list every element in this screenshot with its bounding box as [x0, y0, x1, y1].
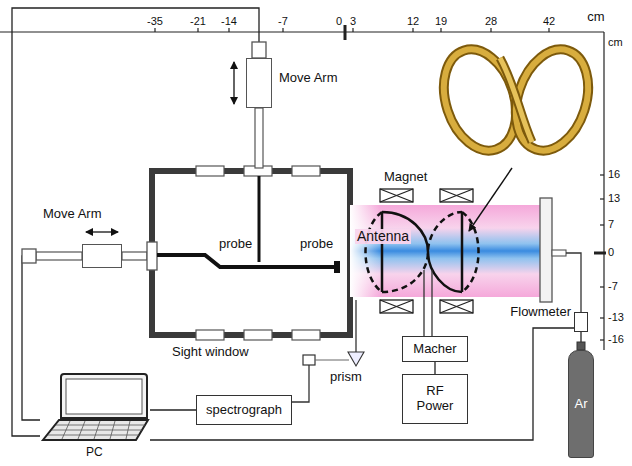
- ruler-value: -13: [608, 311, 624, 323]
- node-heading: PC: [86, 446, 103, 460]
- ruler-value: 3: [350, 15, 356, 27]
- part-label: probe: [219, 237, 252, 251]
- process-box: Macher: [402, 336, 468, 362]
- ruler-value: 12: [407, 15, 419, 27]
- process-box: RF Power: [402, 374, 468, 424]
- wire: [434, 362, 435, 374]
- laptop-outline: [40, 372, 150, 444]
- node-heading: Move Arm: [43, 207, 102, 222]
- ruler-value: 7: [608, 218, 614, 230]
- axis-unit: cm: [608, 36, 623, 48]
- wire: [150, 328, 574, 440]
- flowmeter-box: Flowmeter: [574, 312, 588, 332]
- ruler-value: 0: [608, 246, 614, 258]
- gas-cylinder: Ar: [568, 350, 594, 458]
- node-heading: Move Arm: [279, 71, 338, 86]
- ruler-value: -7: [278, 15, 288, 27]
- node-label: Macher: [413, 342, 456, 357]
- wire: [12, 8, 259, 436]
- node-label: spectrograph: [206, 403, 282, 418]
- ruler-value: 28: [485, 15, 497, 27]
- part-label: Antenna: [355, 229, 411, 244]
- part-label: prism: [330, 370, 362, 384]
- ruler-value: -7: [608, 280, 618, 292]
- ruler-value: 42: [543, 15, 555, 27]
- wire: [150, 409, 196, 410]
- axis-unit: cm: [587, 10, 604, 24]
- ruler: [0, 25, 606, 350]
- node-heading: Flowmeter: [510, 305, 571, 320]
- laptop: PC: [40, 372, 150, 444]
- process-box: spectrograph: [196, 395, 292, 425]
- node-label: Ar: [575, 397, 588, 412]
- ruler-value: 13: [608, 192, 620, 204]
- ruler-value: 0: [336, 15, 342, 27]
- ruler-value: 19: [435, 15, 447, 27]
- node-label: RF Power: [413, 384, 457, 414]
- part-label: Sight window: [172, 345, 249, 359]
- ruler-value: -14: [221, 15, 237, 27]
- move-arm: Move Arm: [246, 58, 272, 108]
- move-arm: Move Arm: [82, 244, 122, 268]
- ruler-value: -21: [190, 15, 206, 27]
- ruler-value: -16: [608, 333, 624, 345]
- part-label: Magnet: [384, 170, 427, 184]
- ruler-value: -35: [147, 15, 163, 27]
- ruler-value: 16: [608, 168, 620, 180]
- part-label: probe: [300, 237, 333, 251]
